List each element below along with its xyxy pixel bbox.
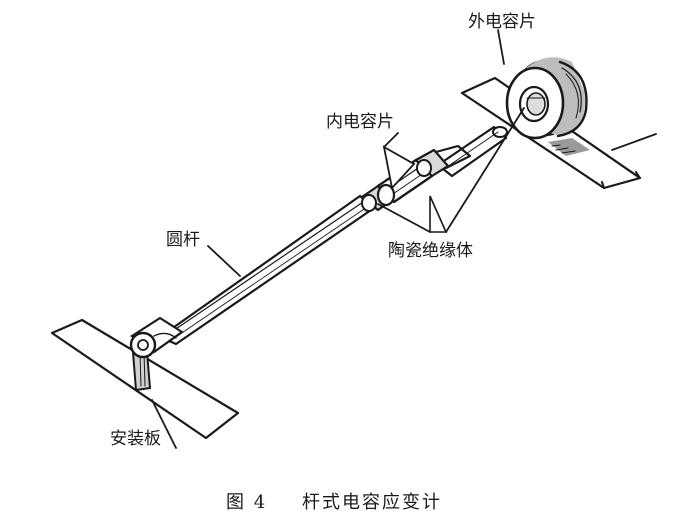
leader-lines (151, 29, 525, 449)
outer-capacitor-ring (505, 57, 588, 140)
rod (158, 125, 508, 346)
inner-capacitor-assembly (360, 144, 472, 212)
outer-plate-label: 外电容片 (468, 12, 536, 32)
left-mounting-plate (50, 316, 240, 440)
rod-label: 圆杆 (166, 230, 200, 250)
figure-title: 杆式电容应变计 (302, 492, 442, 513)
ceramic-insulator-label: 陶瓷绝缘体 (388, 241, 473, 261)
inner-plate-label: 内电容片 (326, 112, 394, 132)
figure-number: 图 4 (226, 492, 267, 513)
mounting-plate-label: 安装板 (110, 429, 161, 449)
